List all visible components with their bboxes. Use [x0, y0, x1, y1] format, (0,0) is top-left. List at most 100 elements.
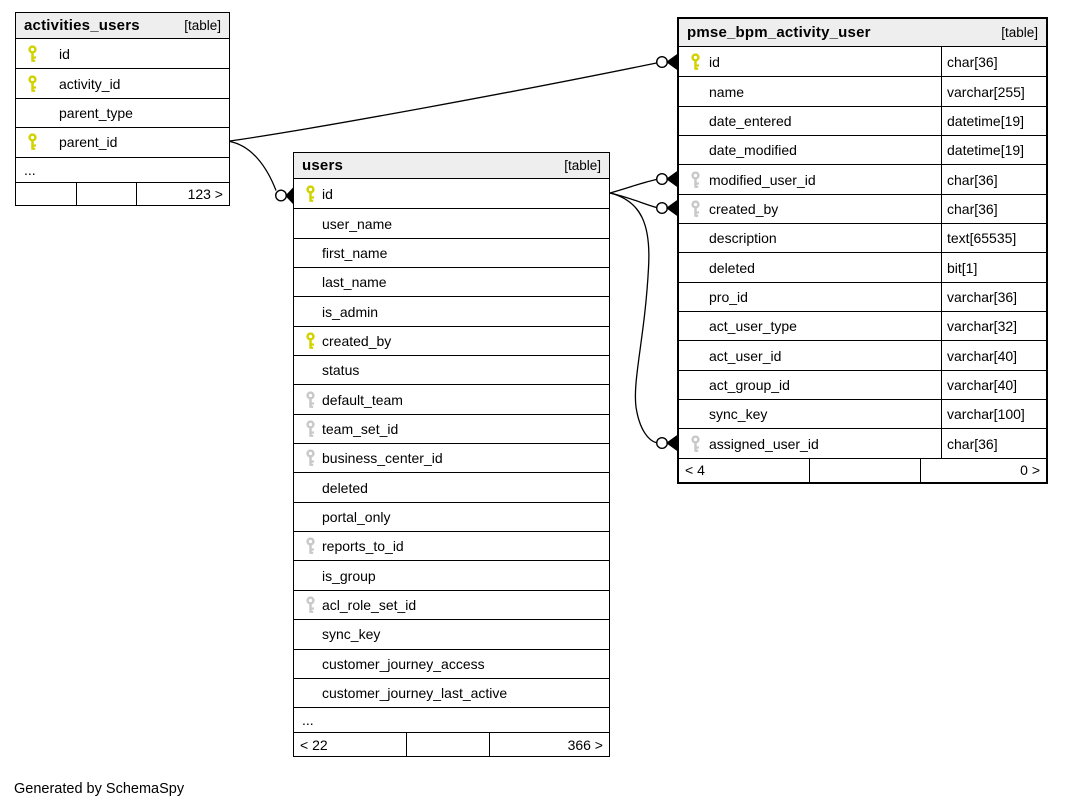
- column-name: is_group: [322, 567, 376, 584]
- column-row-modified_user_id: modified_user_id char[36]: [679, 164, 1046, 194]
- column-row-sync_key: sync_key: [294, 619, 609, 649]
- table-type-badge: [table]: [184, 18, 221, 33]
- footer-children-link[interactable]: 366 >: [489, 733, 609, 757]
- table-type-badge: [table]: [1001, 25, 1038, 40]
- column-row-deleted: deleted: [294, 472, 609, 502]
- footer-children-link[interactable]: 0 >: [920, 458, 1046, 482]
- column-name: status: [322, 362, 360, 379]
- table-name[interactable]: pmse_bpm_activity_user: [687, 24, 871, 41]
- indexed-column-key-icon: [306, 449, 315, 467]
- column-name: created_by: [322, 332, 392, 349]
- indexed-column-key-icon: [691, 171, 700, 188]
- column-row-assigned_user_id: assigned_user_id char[36]: [679, 428, 1046, 458]
- column-row-acl_role_set_id: acl_role_set_id: [294, 589, 609, 620]
- column-type: varchar[36]: [941, 282, 1046, 312]
- column-name: customer_journey_last_active: [322, 685, 508, 702]
- column-row-id: id: [294, 179, 609, 209]
- footer-parents-link: [16, 183, 76, 205]
- relationship-line-parentid-to-pmse-id: [229, 62, 657, 142]
- column-name: customer_journey_access: [322, 655, 485, 672]
- column-name: business_center_id: [322, 450, 443, 467]
- indexed-column-key-icon: [306, 537, 315, 555]
- table-footer: < 22 366 >: [294, 732, 609, 757]
- column-row-default_team: default_team: [294, 384, 609, 414]
- column-name: description: [709, 230, 777, 247]
- generator-credit: Generated by SchemaSpy: [14, 781, 185, 797]
- indexed-column-key-icon: [306, 420, 315, 437]
- column-name: last_name: [322, 274, 387, 291]
- table-name[interactable]: users: [302, 157, 344, 174]
- primary-key-icon: [691, 53, 700, 70]
- table-header: pmse_bpm_activity_user [table]: [679, 19, 1046, 47]
- column-row-id: id: [16, 39, 229, 69]
- column-row-parent_id: parent_id: [16, 127, 229, 157]
- column-name: deleted: [709, 259, 755, 276]
- zero-or-more-circle: [656, 56, 669, 69]
- column-name: is_admin: [322, 303, 379, 320]
- table-name[interactable]: activities_users: [24, 17, 140, 34]
- column-type: bit[1]: [941, 253, 1046, 282]
- column-type: char[36]: [941, 429, 1046, 458]
- footer-children-link[interactable]: 123 >: [136, 182, 229, 205]
- column-name: first_name: [322, 244, 388, 261]
- footer-parents-link[interactable]: < 4: [685, 462, 705, 479]
- indexed-column-key-icon: [306, 596, 315, 613]
- zero-or-more-circle: [656, 201, 669, 214]
- primary-key-icon: [28, 75, 37, 92]
- column-name: parent_id: [59, 134, 118, 151]
- footer-parents-link[interactable]: < 22: [300, 736, 328, 753]
- more-columns-ellipsis: ...: [294, 707, 609, 732]
- relationship-line-usersid-to-created-by: [609, 192, 657, 209]
- indexed-column-key-icon: [691, 435, 700, 452]
- column-name: id: [322, 185, 333, 202]
- footer-spacer: [809, 458, 920, 482]
- column-name: act_user_type: [709, 318, 797, 335]
- column-name: assigned_user_id: [709, 435, 819, 452]
- column-row-reports_to_id: reports_to_id: [294, 531, 609, 561]
- column-name: name: [709, 83, 745, 100]
- zero-or-more-circle: [656, 437, 669, 450]
- column-name: date_modified: [709, 142, 797, 159]
- column-row-name: name varchar[255]: [679, 76, 1046, 106]
- column-row-created_by: created_by: [294, 325, 609, 356]
- indexed-column-key-icon: [691, 200, 700, 217]
- column-row-team_set_id: team_set_id: [294, 413, 609, 444]
- column-name: act_group_id: [709, 376, 790, 393]
- column-name: default_team: [322, 391, 403, 408]
- column-row-activity_id: activity_id: [16, 68, 229, 98]
- column-name: modified_user_id: [709, 171, 816, 188]
- footer-spacer: [406, 733, 489, 757]
- relationship-line-usersid-to-assigned-user-id: [609, 192, 657, 444]
- primary-key-icon: [306, 185, 315, 202]
- table-footer: 123 >: [16, 181, 229, 205]
- column-name: created_by: [709, 200, 779, 217]
- column-row-parent_type: parent_type: [16, 97, 229, 128]
- more-columns-ellipsis: ...: [16, 156, 229, 182]
- footer-spacer: [76, 182, 136, 205]
- column-row-customer_journey_access: customer_journey_access: [294, 648, 609, 678]
- column-type: datetime[19]: [941, 106, 1046, 136]
- column-name: id: [59, 45, 70, 62]
- crow-foot-arrow: [666, 434, 678, 452]
- column-name: team_set_id: [322, 420, 399, 437]
- column-type: char[36]: [941, 165, 1046, 194]
- zero-or-more-circle: [656, 172, 669, 185]
- column-type: varchar[32]: [941, 312, 1046, 341]
- column-name: id: [709, 53, 720, 70]
- column-type: datetime[19]: [941, 136, 1046, 165]
- column-row-last_name: last_name: [294, 267, 609, 297]
- table-header: activities_users [table]: [16, 13, 229, 39]
- column-type: varchar[255]: [941, 77, 1046, 106]
- table-header: users[table]: [294, 153, 609, 179]
- zero-or-more-circle: [275, 189, 288, 202]
- column-name: parent_type: [59, 104, 133, 121]
- column-name: sync_key: [709, 406, 768, 423]
